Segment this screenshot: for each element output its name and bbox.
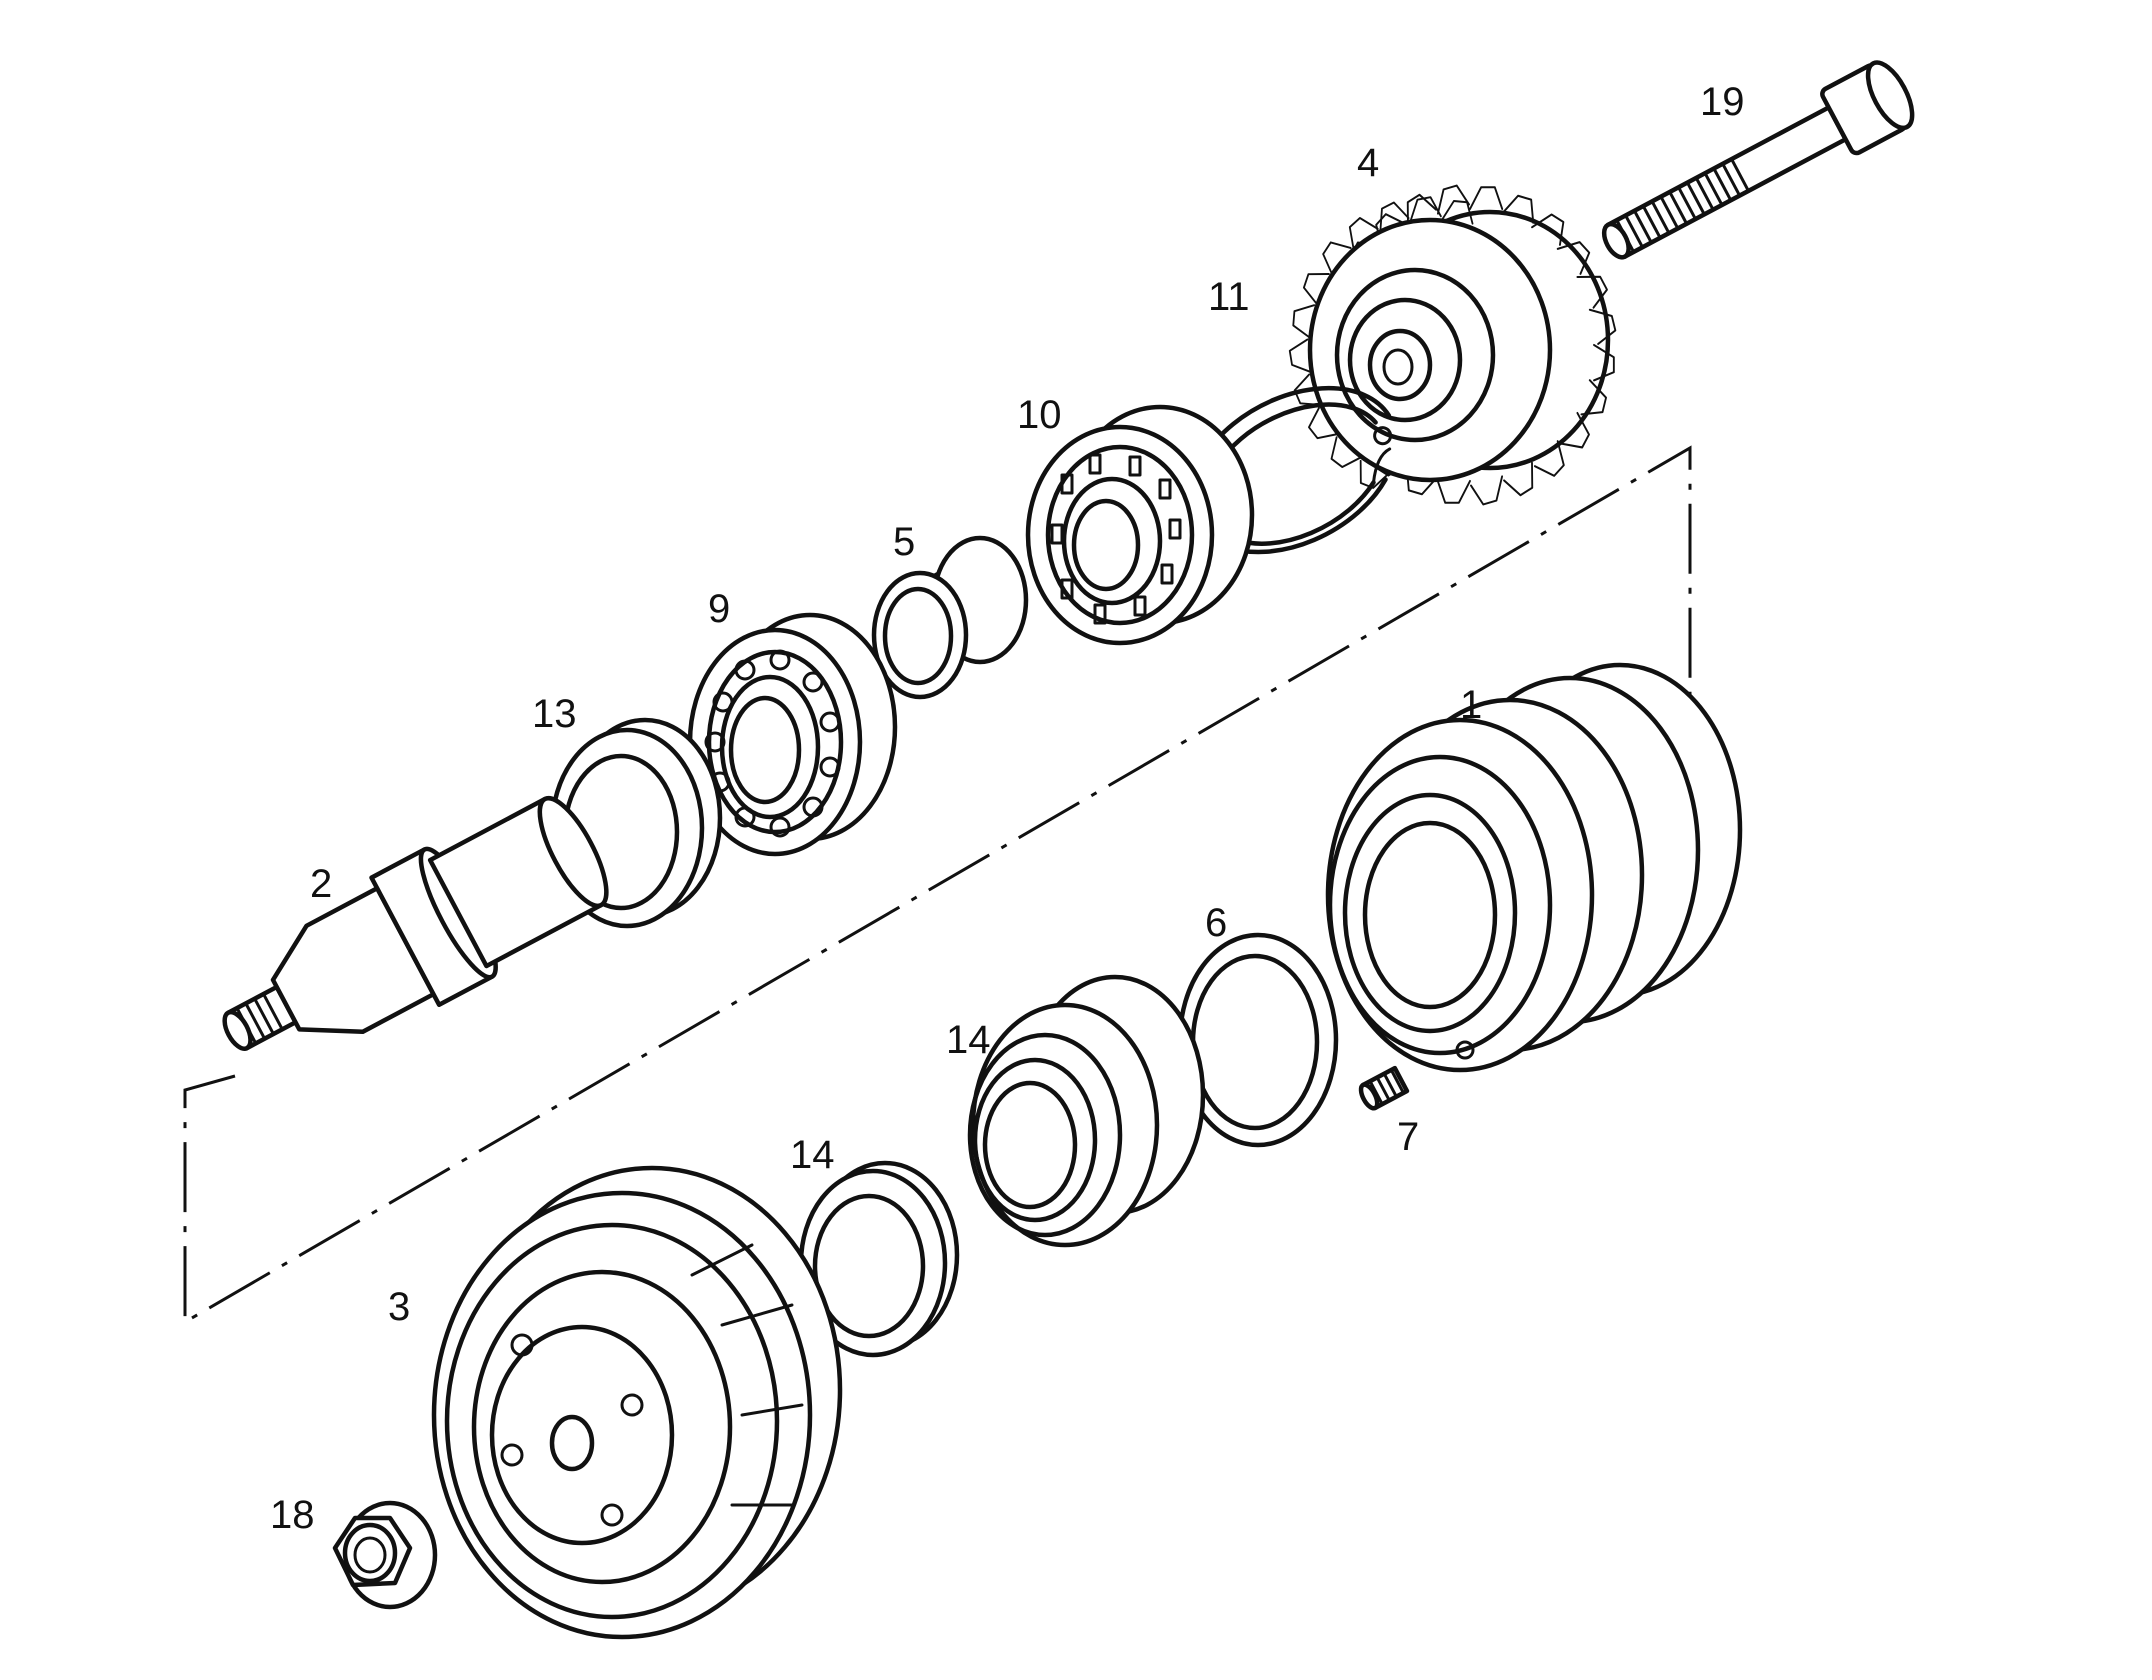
part-19-bolt (1601, 60, 1915, 260)
label-6: 6 (1205, 901, 1227, 945)
label-7: 7 (1397, 1115, 1419, 1159)
label-1: 1 (1460, 683, 1482, 727)
label-14-upper: 14 (946, 1018, 991, 1062)
label-9: 9 (708, 587, 730, 631)
part-4-gear (1287, 182, 1619, 508)
label-5: 5 (893, 520, 915, 564)
part-18-nut (332, 1500, 438, 1610)
part-14-sleeve (967, 974, 1206, 1248)
part-2-shaft (222, 795, 609, 1051)
part-10-roller-bearing (1025, 404, 1255, 646)
assembly-outline (183, 445, 1692, 1325)
label-19: 19 (1700, 80, 1745, 124)
label-10: 10 (1017, 393, 1062, 437)
part-1-housing (1325, 662, 1743, 1073)
label-13: 13 (532, 692, 577, 736)
label-3: 3 (388, 1285, 410, 1329)
part-3-pulley (431, 1165, 843, 1640)
label-18: 18 (270, 1493, 315, 1537)
label-14-lower: 14 (790, 1133, 835, 1177)
label-2: 2 (310, 862, 332, 906)
part-7-grub-screw (1358, 1065, 1410, 1111)
label-11: 11 (1208, 275, 1250, 319)
label-4: 4 (1357, 141, 1379, 185)
part-9-ball-bearing (687, 612, 898, 857)
part-5-bushing (871, 535, 1029, 700)
part-labels: 1 2 3 4 5 6 7 9 10 11 13 14 14 18 19 (270, 80, 1745, 1537)
part-14-ring (798, 1160, 960, 1358)
